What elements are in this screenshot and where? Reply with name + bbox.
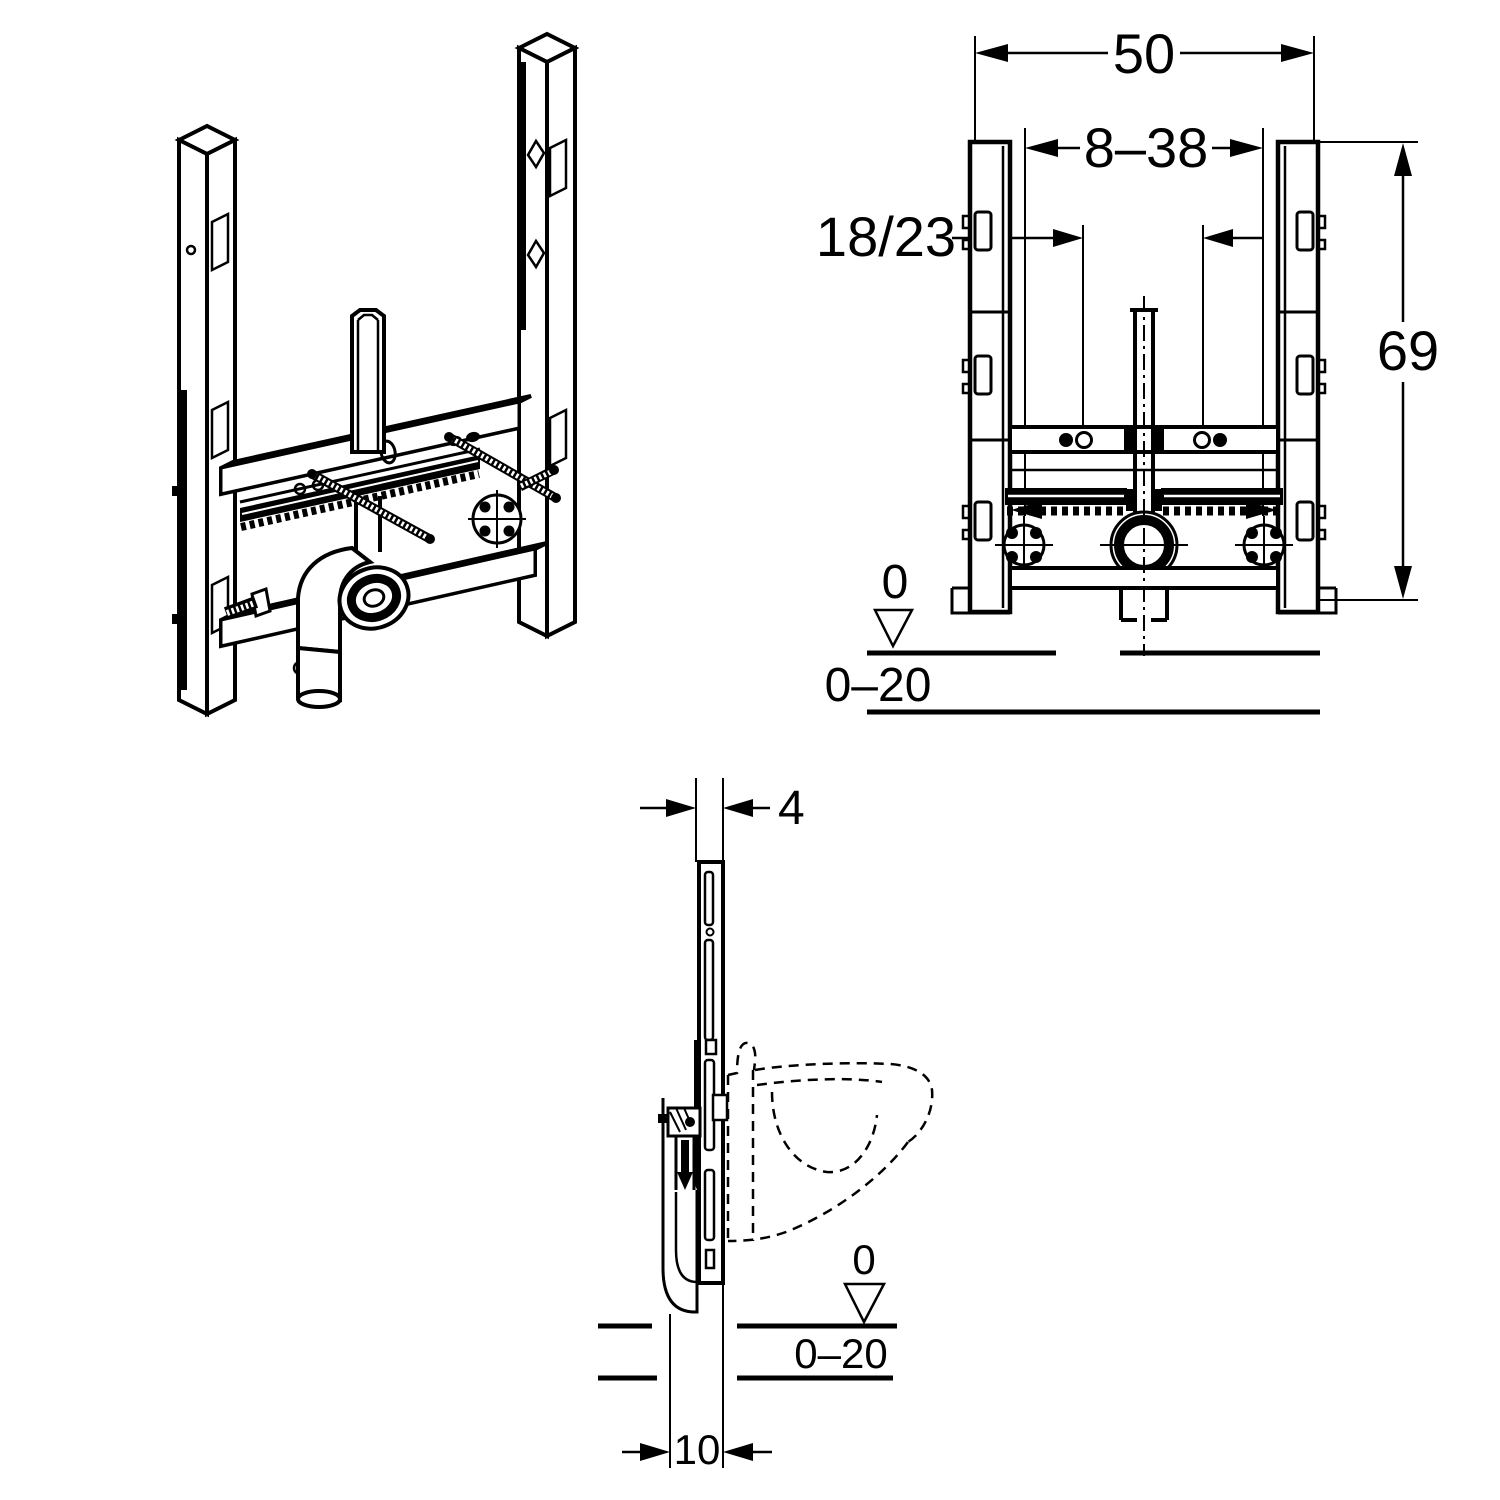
dim-height-label: 69	[1377, 319, 1439, 382]
iso-right-clamp	[468, 465, 559, 548]
iso-left-rail	[172, 123, 240, 718]
side-level-zero-label: 0	[852, 1236, 875, 1283]
dim-height: 69	[1320, 141, 1439, 601]
iso-center-channel	[350, 308, 386, 552]
dim-overall-width: 50	[974, 22, 1315, 142]
isometric-view	[172, 31, 580, 718]
side-floor-level: 0 0–20	[598, 1236, 897, 1381]
front-level-zero-label: 0	[882, 556, 909, 609]
dim-rail-spacing-label: 8–38	[1084, 116, 1209, 179]
front-floor-range-label: 0–20	[825, 659, 932, 712]
front-right-clamp	[1235, 516, 1293, 574]
iso-threaded-rods	[307, 432, 561, 544]
side-view: 4	[598, 778, 934, 1473]
side-rail	[694, 860, 729, 1285]
front-view: 50 8–38 18/23	[816, 22, 1439, 715]
dim-anchor: 18/23	[816, 205, 1262, 432]
side-floor-range-label: 0–20	[794, 1330, 887, 1377]
dim-outlet-offset-label: 10	[674, 1426, 721, 1473]
front-level-symbol	[872, 608, 915, 649]
front-floor-level: 0 0–20	[825, 556, 1320, 715]
iso-drain-elbow	[296, 545, 411, 709]
front-right-rail	[1275, 139, 1338, 615]
dim-rail-depth: 4	[640, 778, 805, 862]
front-toothed-racks	[1005, 488, 1283, 519]
front-left-clamp	[995, 516, 1053, 574]
side-bidet-outline	[726, 1041, 934, 1243]
dim-outlet-offset: 10	[622, 1285, 772, 1473]
dim-rail-spacing: 8–38	[1024, 116, 1264, 516]
iso-water-fitting	[223, 586, 272, 619]
front-center-pipe	[1124, 296, 1164, 656]
side-level-symbol	[842, 1282, 887, 1325]
side-trap	[658, 1098, 702, 1314]
dim-overall-width-label: 50	[1113, 22, 1175, 85]
front-left-rail	[950, 139, 1013, 615]
dim-rail-depth-label: 4	[778, 782, 805, 835]
dim-anchor-label: 18/23	[816, 205, 956, 268]
iso-right-rail	[514, 31, 580, 640]
